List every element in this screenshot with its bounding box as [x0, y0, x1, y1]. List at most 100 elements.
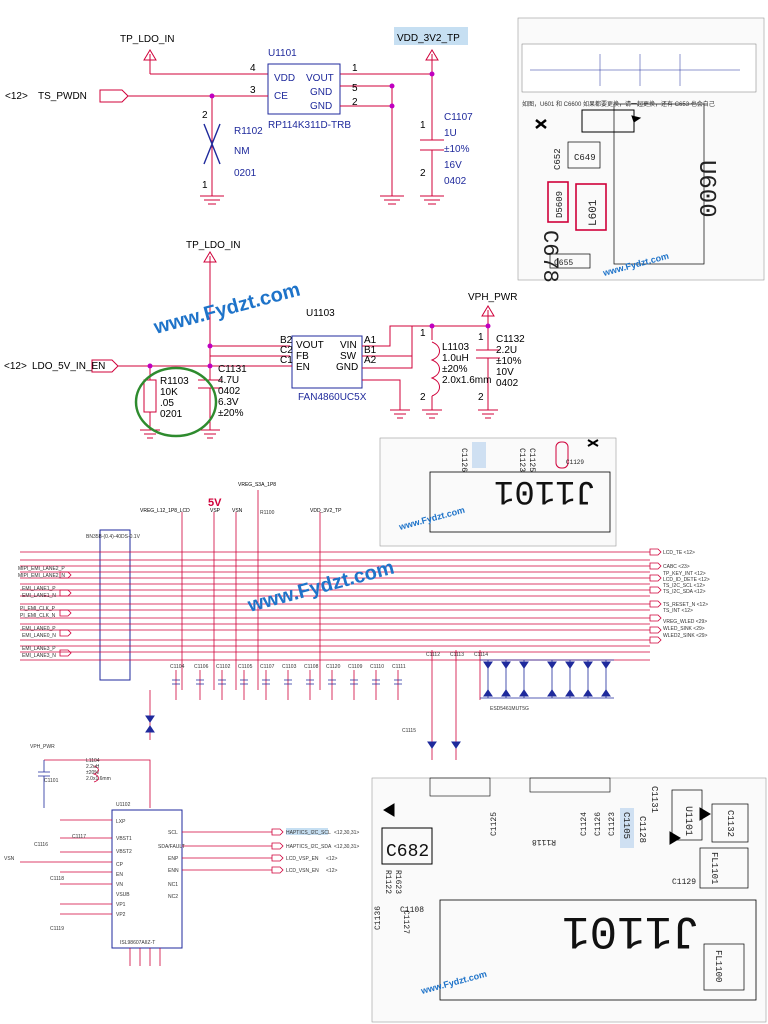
photo-c1108: C1108 [400, 906, 424, 915]
c1131-ref: C1131 [218, 364, 247, 375]
r1103-tol: .05 [160, 398, 174, 409]
inductor-size: 2.0x1.6mm [86, 776, 111, 782]
pin-num-3: 3 [250, 85, 256, 96]
pin-a2: A2 [364, 355, 377, 366]
right-net-3: LCD_ID_DETE <12> [663, 577, 710, 583]
inductor-val: 2.2uH [86, 764, 100, 770]
c1107-size: 0402 [444, 176, 467, 187]
u1102-pin-enp: ENP [168, 856, 179, 862]
u1102-pin-lxp: LXP [116, 819, 126, 825]
left-net-9: EMI_LANE3_N [22, 653, 56, 659]
cap-label-5: C1103 [282, 664, 297, 670]
u1102-pin-vp2: VP2 [116, 912, 126, 918]
inductor-ref: L1104 [86, 758, 100, 764]
r1102-val: NM [234, 146, 250, 157]
left-net-6: EMI_LANE0_P [22, 626, 56, 632]
ic-part-u1101: RP114K311D-TRB [268, 120, 351, 131]
photo-c1125b: C1125 [490, 812, 499, 836]
net-tp-ldo-in: TP_LDO_IN [120, 34, 174, 45]
rail-vreg-l12: VREG_L12_1P8_LCD [140, 508, 190, 514]
photo-c1136: C1136 [374, 906, 383, 930]
net-port-vsn: <12> [326, 868, 337, 874]
c1107-val: 1U [444, 128, 457, 139]
photo-note: 如图，U601 和 C6600 如果都要更换，请一起更换，还有 C653 也会自… [522, 100, 715, 108]
cap-label-0: C1104 [170, 664, 185, 670]
cap-c1101: C1101 [44, 778, 59, 784]
c1132-pin-2: 2 [478, 392, 484, 403]
left-net-7: EMI_LANE0_N [22, 633, 56, 639]
ic-ref-u1102: U1102 [116, 802, 131, 808]
right-net-2: TP_KEY_INT <12> [663, 571, 706, 577]
rail-vdd-3v2-tp: VDD_3V2_TP [310, 508, 342, 514]
photo-c1123b: C1123 [608, 812, 617, 836]
net-haptics-scl: HAPTICS_I2C_SCL [286, 830, 331, 836]
photo-c1127: C1127 [401, 910, 410, 934]
pin-num-4: 4 [250, 63, 256, 74]
net-haptics-sda: HAPTICS_I2C_SDA [286, 844, 332, 850]
photo-j1101-big: J1101 [562, 904, 700, 956]
net-port-sda: <12,30,31> [334, 844, 359, 850]
c1131-val: 4.7U [218, 375, 239, 386]
photo-c649: C649 [574, 153, 596, 163]
ic-ref-u1103: U1103 [306, 308, 335, 319]
u1102-pin-vbst1: VBST1 [116, 836, 132, 842]
inductor-tol: ±20% [86, 770, 99, 776]
photo-c1126b: C1126 [594, 812, 603, 836]
section-boost-u1103 [91, 251, 500, 439]
pin-vout: VOUT [306, 73, 334, 84]
photo-c1129: C1129 [672, 878, 696, 887]
u1102-pin-vn: VN [116, 882, 123, 888]
r1103-ref: R1103 [160, 376, 189, 387]
pin-num-1: 1 [352, 63, 358, 74]
pin-vdd: VDD [274, 73, 295, 84]
photo-r1122: R1122 [383, 870, 392, 894]
right-net-10: WLED2_SINK <29> [663, 633, 708, 639]
l1103-val: 1.0uH [442, 353, 469, 364]
cap-label-13: C1114 [474, 652, 488, 658]
photo-c652: C652 [553, 148, 563, 170]
net-vdd-3v2-tp: VDD_3V2_TP [397, 33, 460, 44]
right-net-9: WLED_SINK <29> [663, 626, 705, 632]
net-lcd-vsn-en: LCD_VSN_EN [286, 868, 319, 874]
r1103-size: 0201 [160, 409, 183, 420]
cap-label-6: C1108 [304, 664, 319, 670]
pin-vout-2: VOUT [296, 340, 324, 351]
net-tp-ldo-in-2: TP_LDO_IN [186, 240, 240, 251]
u1102-pin-en: EN [116, 872, 123, 878]
right-net-5: TS_I2C_SDA <12> [663, 589, 706, 595]
c1107-ref: C1107 [444, 112, 473, 123]
cap-label-14: C1115 [402, 728, 416, 734]
c1107-pin-top: 1 [420, 120, 426, 131]
left-net-0: MIPI_EMI_LANE2_P [18, 566, 65, 572]
r1102-ref: R1102 [234, 126, 263, 137]
cap-label-12: C1113 [450, 652, 464, 658]
r1102-pin-bot: 1 [202, 180, 208, 191]
l1103-ref: L1103 [442, 342, 470, 353]
net-vsn-2: VSN [4, 856, 15, 862]
left-net-1: MIPI_EMI_LANE2_N [18, 573, 65, 579]
esd-part: ESD5461MUT5G [490, 706, 529, 712]
r1103-val: 10K [160, 387, 178, 398]
u1102-pin-enn: ENN [168, 868, 179, 874]
net-ts-pwdn: TS_PWDN [38, 91, 87, 102]
photo-c1128: C1128 [637, 816, 647, 843]
ic-part-u1102: ISL98607AIIZ-T [120, 940, 155, 946]
watermark-1: www.Fydzt.com [151, 279, 303, 339]
pin-num-2: 2 [352, 97, 358, 108]
right-net-0: LCD_TE <12> [663, 550, 695, 556]
pin-en: EN [296, 362, 310, 373]
pin-c2: C2 [280, 345, 293, 356]
net-lcd-vsp-en: LCD_VSP_EN [286, 856, 319, 862]
pin-gnd1: GND [310, 87, 332, 98]
photo-c682: C682 [386, 842, 429, 862]
c1132-ref: C1132 [496, 334, 525, 345]
photo-c1125: C1125 [527, 448, 536, 472]
u1102-pin-scl: SCL [168, 830, 178, 836]
cap-label-3: C1105 [238, 664, 253, 670]
pin-b2: B2 [280, 335, 293, 346]
l1103-pin-1: 1 [420, 328, 426, 339]
cap-label-7: C1120 [326, 664, 341, 670]
net-ldo-5v-in-en: LDO_5V_IN_EN [32, 361, 105, 372]
label-5v: 5V [208, 497, 222, 509]
